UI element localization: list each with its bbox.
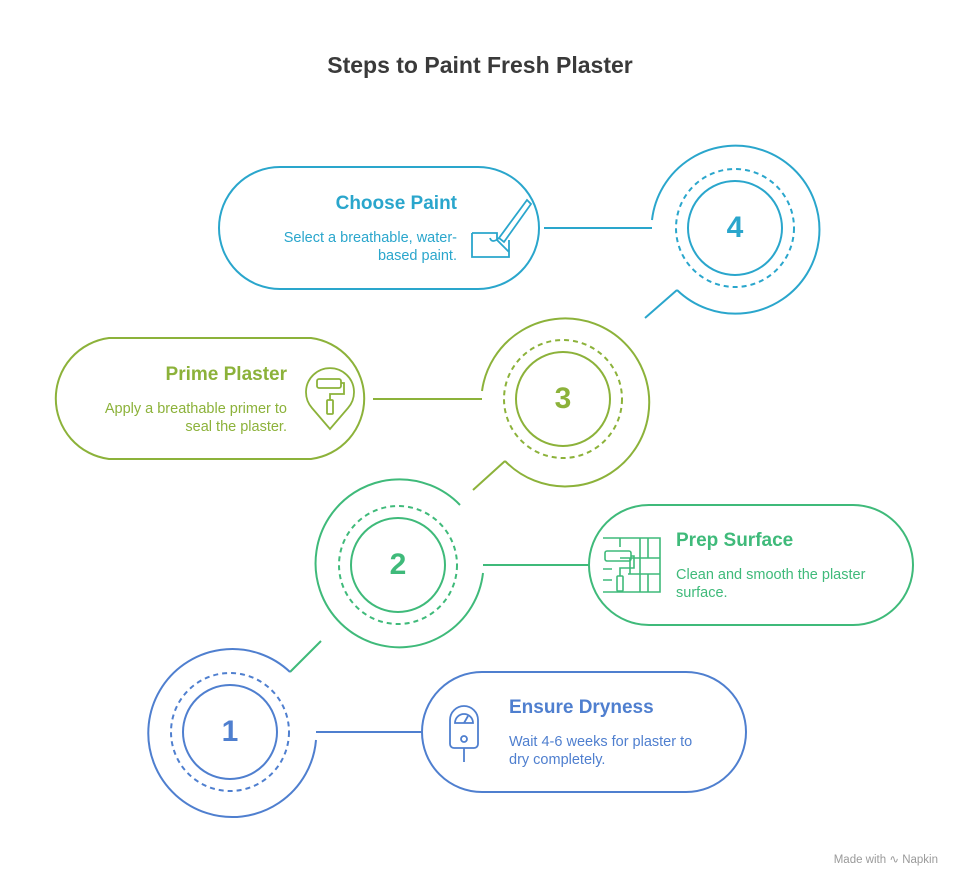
step-1-graphic — [147, 648, 747, 818]
step-2-outer-ring — [314, 478, 484, 649]
step-4-outer-ring — [651, 144, 821, 315]
step-1-inner-ring — [182, 684, 278, 780]
step-4-title: Choose Paint — [335, 193, 457, 214]
footer: Made with ∿ Napkin — [834, 852, 938, 866]
step-4-inner-ring — [687, 180, 783, 276]
footer-made-with: Made with — [833, 854, 887, 866]
step-3-tail — [472, 460, 506, 491]
step-2-graphic — [289, 478, 914, 673]
step-3-inner-ring — [515, 351, 611, 447]
step-2-tail — [289, 640, 322, 673]
step-2-description: Clean and smooth the plaster surface. — [676, 567, 866, 601]
step-1-outer-ring — [147, 648, 317, 818]
step-1-dashed-ring — [170, 672, 290, 792]
step-1-description: Wait 4-6 weeks for plaster to dry comple… — [509, 734, 693, 768]
step-3-dashed-ring — [503, 339, 623, 459]
step-3-number: 3 — [554, 382, 572, 415]
step-4-card — [218, 166, 540, 290]
step-2-title: Prep Surface — [676, 530, 794, 551]
step-3-outer-ring — [481, 317, 651, 488]
step-1-number: 1 — [221, 715, 239, 748]
footer-brand: Napkin — [902, 854, 938, 866]
step-2-inner-ring — [350, 517, 446, 613]
paint-roller-pin-icon — [305, 367, 355, 431]
step-4-description: Select a breathable, water-based paint. — [283, 230, 457, 264]
step-3-description: Apply a breathable primer to seal the pl… — [104, 401, 287, 435]
step-4-tail — [644, 289, 678, 319]
paintbrush-icon — [471, 198, 533, 258]
diagram-title: Steps to Paint Fresh Plaster — [327, 52, 633, 78]
step-2-card — [588, 504, 914, 626]
step-2-number: 2 — [389, 548, 407, 581]
parking-meter-icon — [449, 705, 479, 762]
step-4-number: 4 — [726, 211, 744, 244]
paint-roller-wall-icon — [603, 537, 661, 593]
step-3-graphic — [54, 317, 651, 491]
step-2-dashed-ring — [338, 505, 458, 625]
napkin-logo-icon: ∿ — [889, 854, 899, 866]
step-1-title: Ensure Dryness — [509, 697, 654, 718]
step-3-card — [54, 337, 366, 460]
step-4-graphic — [218, 144, 821, 319]
step-1-card — [421, 671, 747, 793]
step-4-dashed-ring — [675, 168, 795, 288]
step-3-title: Prime Plaster — [165, 364, 287, 385]
